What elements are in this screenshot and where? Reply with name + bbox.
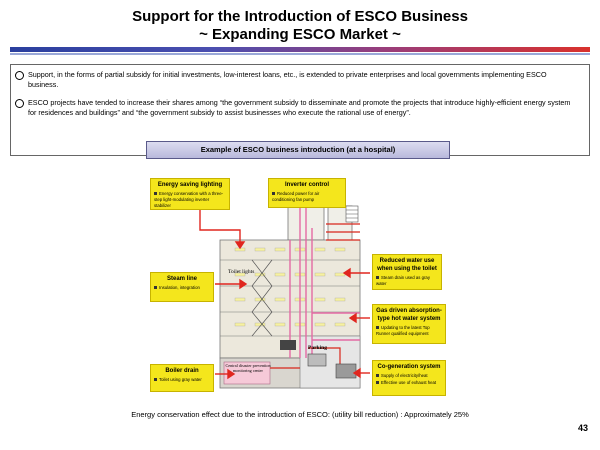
callout-energy-saving-lighting: Energy saving lighting Energy conservati… xyxy=(150,178,230,210)
building-illustration xyxy=(199,179,370,389)
callout-gas-driven-absorption: Gas driven absorption-type hot water sys… xyxy=(372,304,446,344)
footer-effect-text: Energy conservation effect due to the in… xyxy=(131,410,469,419)
toilet-lights-label: Toilet lights xyxy=(228,269,255,275)
title-underline-bar xyxy=(10,47,590,52)
callout-desc: Steam drain used as gray water xyxy=(376,275,430,286)
slide-title-line2: ~ Expanding ESCO Market ~ xyxy=(199,26,401,43)
bullet-square-icon xyxy=(154,286,157,290)
bullet-square-icon xyxy=(376,276,379,280)
circle-bullet-icon xyxy=(15,71,24,80)
circle-bullet-icon xyxy=(15,99,24,108)
callout-inverter-control: Inverter control Reduced power for air c… xyxy=(268,178,346,208)
callout-desc: Updating to the latest Top Runner qualif… xyxy=(376,325,430,336)
central-disaster-label: Central disaster prevention monitoring c… xyxy=(225,363,271,373)
callout-title: Boiler drain xyxy=(165,368,199,374)
callout-reduced-water-use: Reduced water use when using the toilet … xyxy=(372,254,442,290)
callout-desc: Effective use of exhaust heat xyxy=(376,380,442,386)
callout-title: Steam line xyxy=(166,276,197,282)
callout-title: Gas driven absorption-type hot water sys… xyxy=(376,308,442,322)
callout-desc: Energy conservation with a three-step li… xyxy=(154,191,224,208)
callout-cogeneration-system: Co-generation system Supply of electrici… xyxy=(372,360,446,396)
callout-desc: Insulation, integration xyxy=(154,285,210,291)
info-box: Support, in the forms of partial subsidy… xyxy=(10,64,590,156)
title-underline-thin xyxy=(10,53,590,55)
callout-desc: Reduced power for air conditioning fan p… xyxy=(272,191,320,202)
bullet-square-icon xyxy=(154,378,157,382)
bullet-square-icon xyxy=(376,381,379,385)
callout-title: Co-generation system xyxy=(377,364,441,370)
example-label: Example of ESCO business introduction (a… xyxy=(146,141,450,159)
bullet-text: ESCO projects have tended to increase th… xyxy=(28,98,571,117)
parking-label: Parking xyxy=(308,345,327,351)
callout-boiler-drain: Boiler drain Toilet using gray water xyxy=(150,364,214,392)
bullet-square-icon xyxy=(272,192,275,196)
callout-title: Inverter control xyxy=(284,182,329,188)
callout-desc: Toilet using gray water xyxy=(154,377,210,383)
bullet-square-icon xyxy=(376,374,379,378)
callout-title: Energy saving lighting xyxy=(157,182,223,188)
hospital-diagram: Toilet lights Parking Central disaster p… xyxy=(140,168,460,400)
page-number: 43 xyxy=(577,423,588,433)
callout-steam-line: Steam line Insulation, integration xyxy=(150,272,214,302)
callout-desc: Supply of electricity/heat xyxy=(376,373,442,379)
bullet-square-icon xyxy=(154,192,157,196)
callout-title: Reduced water use when using the toilet xyxy=(377,258,437,272)
slide-title-line1: Support for the Introduction of ESCO Bus… xyxy=(132,8,468,25)
bullet-square-icon xyxy=(376,326,379,330)
bullet-text: Support, in the forms of partial subsidy… xyxy=(28,70,547,89)
